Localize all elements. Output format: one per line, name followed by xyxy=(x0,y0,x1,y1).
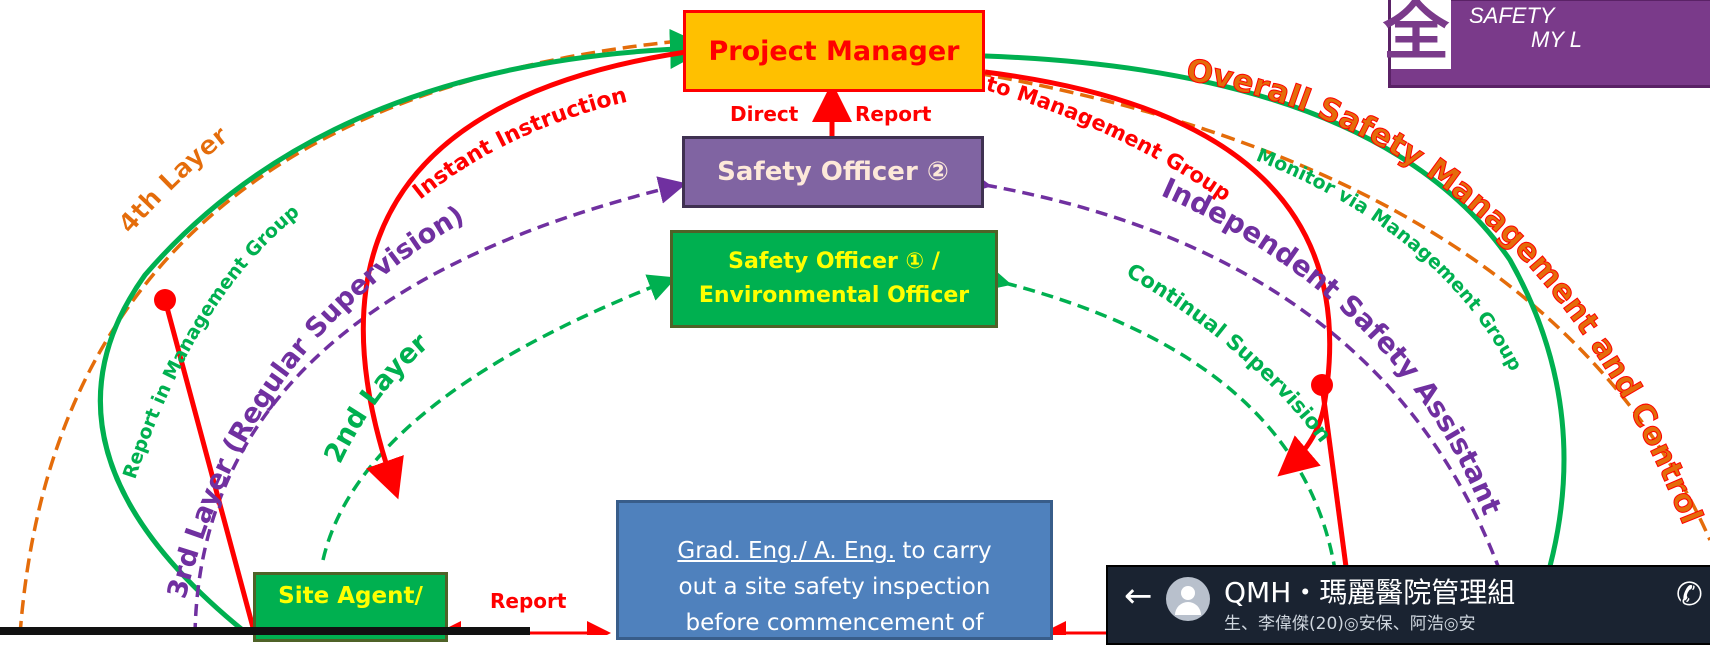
safety-officer-1-box: Safety Officer ① / Environmental Officer xyxy=(670,230,998,328)
project-manager-label: Project Manager xyxy=(708,35,960,67)
grad-eng-box: Grad. Eng./ A. Eng. to carry out a site … xyxy=(616,500,1053,640)
label-regular-supervision: 3rd Layer (Regular Supervision) xyxy=(162,200,470,602)
chat-header-overlay: ← QMH・瑪麗醫院管理組 生、李偉傑(20)◎安保、阿浩◎安 ✆ xyxy=(1106,565,1710,645)
safety-officer-2-box: Safety Officer ② xyxy=(682,136,984,208)
instant-instruction-arc xyxy=(360,47,701,500)
logo-char: 全 xyxy=(1383,0,1449,69)
phone-add-icon[interactable]: ✆ xyxy=(1676,575,1703,613)
grad-eng-title: Grad. Eng./ A. Eng. xyxy=(677,538,896,564)
label-fourth-layer: 4th Layer xyxy=(113,121,235,240)
logo-char-background: 全 xyxy=(1383,0,1451,69)
continual-supervision-arc xyxy=(981,264,1337,571)
chat-members: 生、李偉傑(20)◎安保、阿浩◎安 xyxy=(1224,614,1476,634)
red-line-left xyxy=(162,299,258,635)
grad-eng-line1-rest: to carry xyxy=(895,538,992,564)
red-dot-right xyxy=(1311,374,1333,396)
label-second-layer: 2nd Layer xyxy=(318,327,435,468)
safety-logo: 全 SAFETY MY L xyxy=(1383,0,1710,88)
label-report-in-management-group: Report in Management Group xyxy=(119,201,304,482)
safety-officer-2-label: Safety Officer ② xyxy=(717,157,949,187)
bottom-left-overlay xyxy=(0,627,530,635)
to-management-arc xyxy=(984,69,1333,477)
label-report-left: Report xyxy=(490,589,567,613)
red-dot-left xyxy=(154,289,176,311)
logo-text-2: MY L xyxy=(1531,27,1582,52)
regular-supervision-arc xyxy=(193,176,687,635)
label-report-top: Report xyxy=(855,102,932,126)
monitor-arc xyxy=(984,53,1567,601)
label-direct: Direct xyxy=(730,102,799,126)
independent-assistant-arc xyxy=(961,167,1512,601)
grad-eng-line2: out a site safety inspection xyxy=(678,574,991,600)
chat-title[interactable]: QMH・瑪麗醫院管理組 xyxy=(1224,576,1516,609)
label-overall-safety: Overall Safety Management and Control xyxy=(1184,52,1710,528)
site-agent-label: Site Agent/ xyxy=(278,583,423,609)
grad-eng-line3: before commencement of xyxy=(685,610,984,636)
group-avatar-icon[interactable] xyxy=(1166,577,1210,621)
safety-officer-1-line1: Safety Officer ① / xyxy=(728,249,940,274)
logo-text-1: SAFETY xyxy=(1469,3,1555,28)
grad-eng-line1: Grad. Eng./ A. Eng. to carry xyxy=(677,533,991,569)
second-layer-arc xyxy=(321,274,677,561)
project-manager-box: Project Manager xyxy=(683,10,985,92)
safety-officer-1-line2: Environmental Officer xyxy=(698,283,970,308)
management-group-arc xyxy=(97,28,710,634)
arrow-left-icon[interactable]: ← xyxy=(1124,576,1153,616)
